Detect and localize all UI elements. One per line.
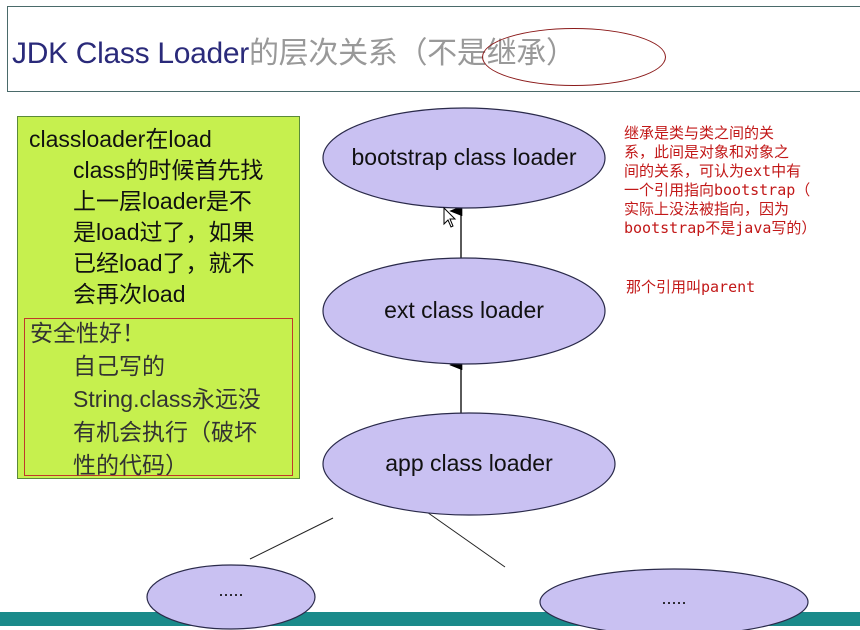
label-child-left: ..... — [218, 580, 244, 600]
loader-note-box: classloader在load class的时候首先找 上一层loader是不… — [17, 116, 300, 479]
label-child-right: ..... — [661, 588, 687, 608]
label-bootstrap: bootstrap class loader — [351, 144, 577, 170]
parent-note: 那个引用叫parent — [626, 278, 756, 296]
node-ext — [322, 257, 606, 365]
note-line: 会再次load — [73, 281, 186, 307]
mouse-cursor-icon — [443, 207, 457, 228]
title-chinese: 的层次关系 — [248, 37, 398, 70]
inheritance-line: bootstrap不是java写的） — [624, 219, 817, 237]
inheritance-line: 继承是类与类之间的关 — [624, 124, 775, 142]
node-bootstrap — [322, 107, 606, 209]
security-line: 安全性好！ — [30, 320, 145, 346]
node-app — [322, 412, 616, 516]
security-note: 安全性好！ 自己写的 String.class永远没 有机会执行（破坏 性的代码… — [30, 317, 261, 482]
label-ext: ext class loader — [384, 297, 544, 323]
note-line: class的时候首先找 — [73, 157, 264, 183]
title-frame — [7, 6, 860, 92]
edge-app-to-right-child — [423, 509, 506, 568]
note-line: 是load过了，如果 — [73, 219, 255, 245]
inheritance-line: 实际上没法被指向，因为 — [624, 200, 790, 218]
note-line: classloader在load — [29, 126, 212, 152]
inheritance-line: 系，此间是对象和对象之 — [624, 143, 790, 161]
security-line: 有机会执行（破坏 — [73, 419, 257, 445]
edge-app-to-left-child — [249, 517, 334, 560]
inheritance-line: 间的关系，可认为ext中有 — [624, 162, 802, 180]
inheritance-note: 继承是类与类之间的关 系，此间是对象和对象之 间的关系，可认为ext中有 一个引… — [624, 124, 860, 238]
node-child-left — [146, 564, 316, 630]
label-app: app class loader — [385, 450, 553, 476]
node-child-right — [539, 568, 809, 630]
loader-note: classloader在load class的时候首先找 上一层loader是不… — [29, 124, 297, 310]
title-highlight-oval — [482, 28, 666, 86]
inheritance-line: 一个引用指向bootstrap（ — [624, 181, 811, 199]
note-line: 上一层loader是不 — [73, 188, 252, 214]
security-note-box: 安全性好！ 自己写的 String.class永远没 有机会执行（破坏 性的代码… — [24, 318, 293, 478]
security-line: 自己写的 — [73, 353, 165, 379]
title-latin: JDK Class Loader — [12, 37, 249, 70]
security-line: String.class永远没 — [73, 386, 261, 412]
security-line: 性的代码） — [73, 452, 188, 478]
note-line: 已经load了，就不 — [73, 250, 255, 276]
